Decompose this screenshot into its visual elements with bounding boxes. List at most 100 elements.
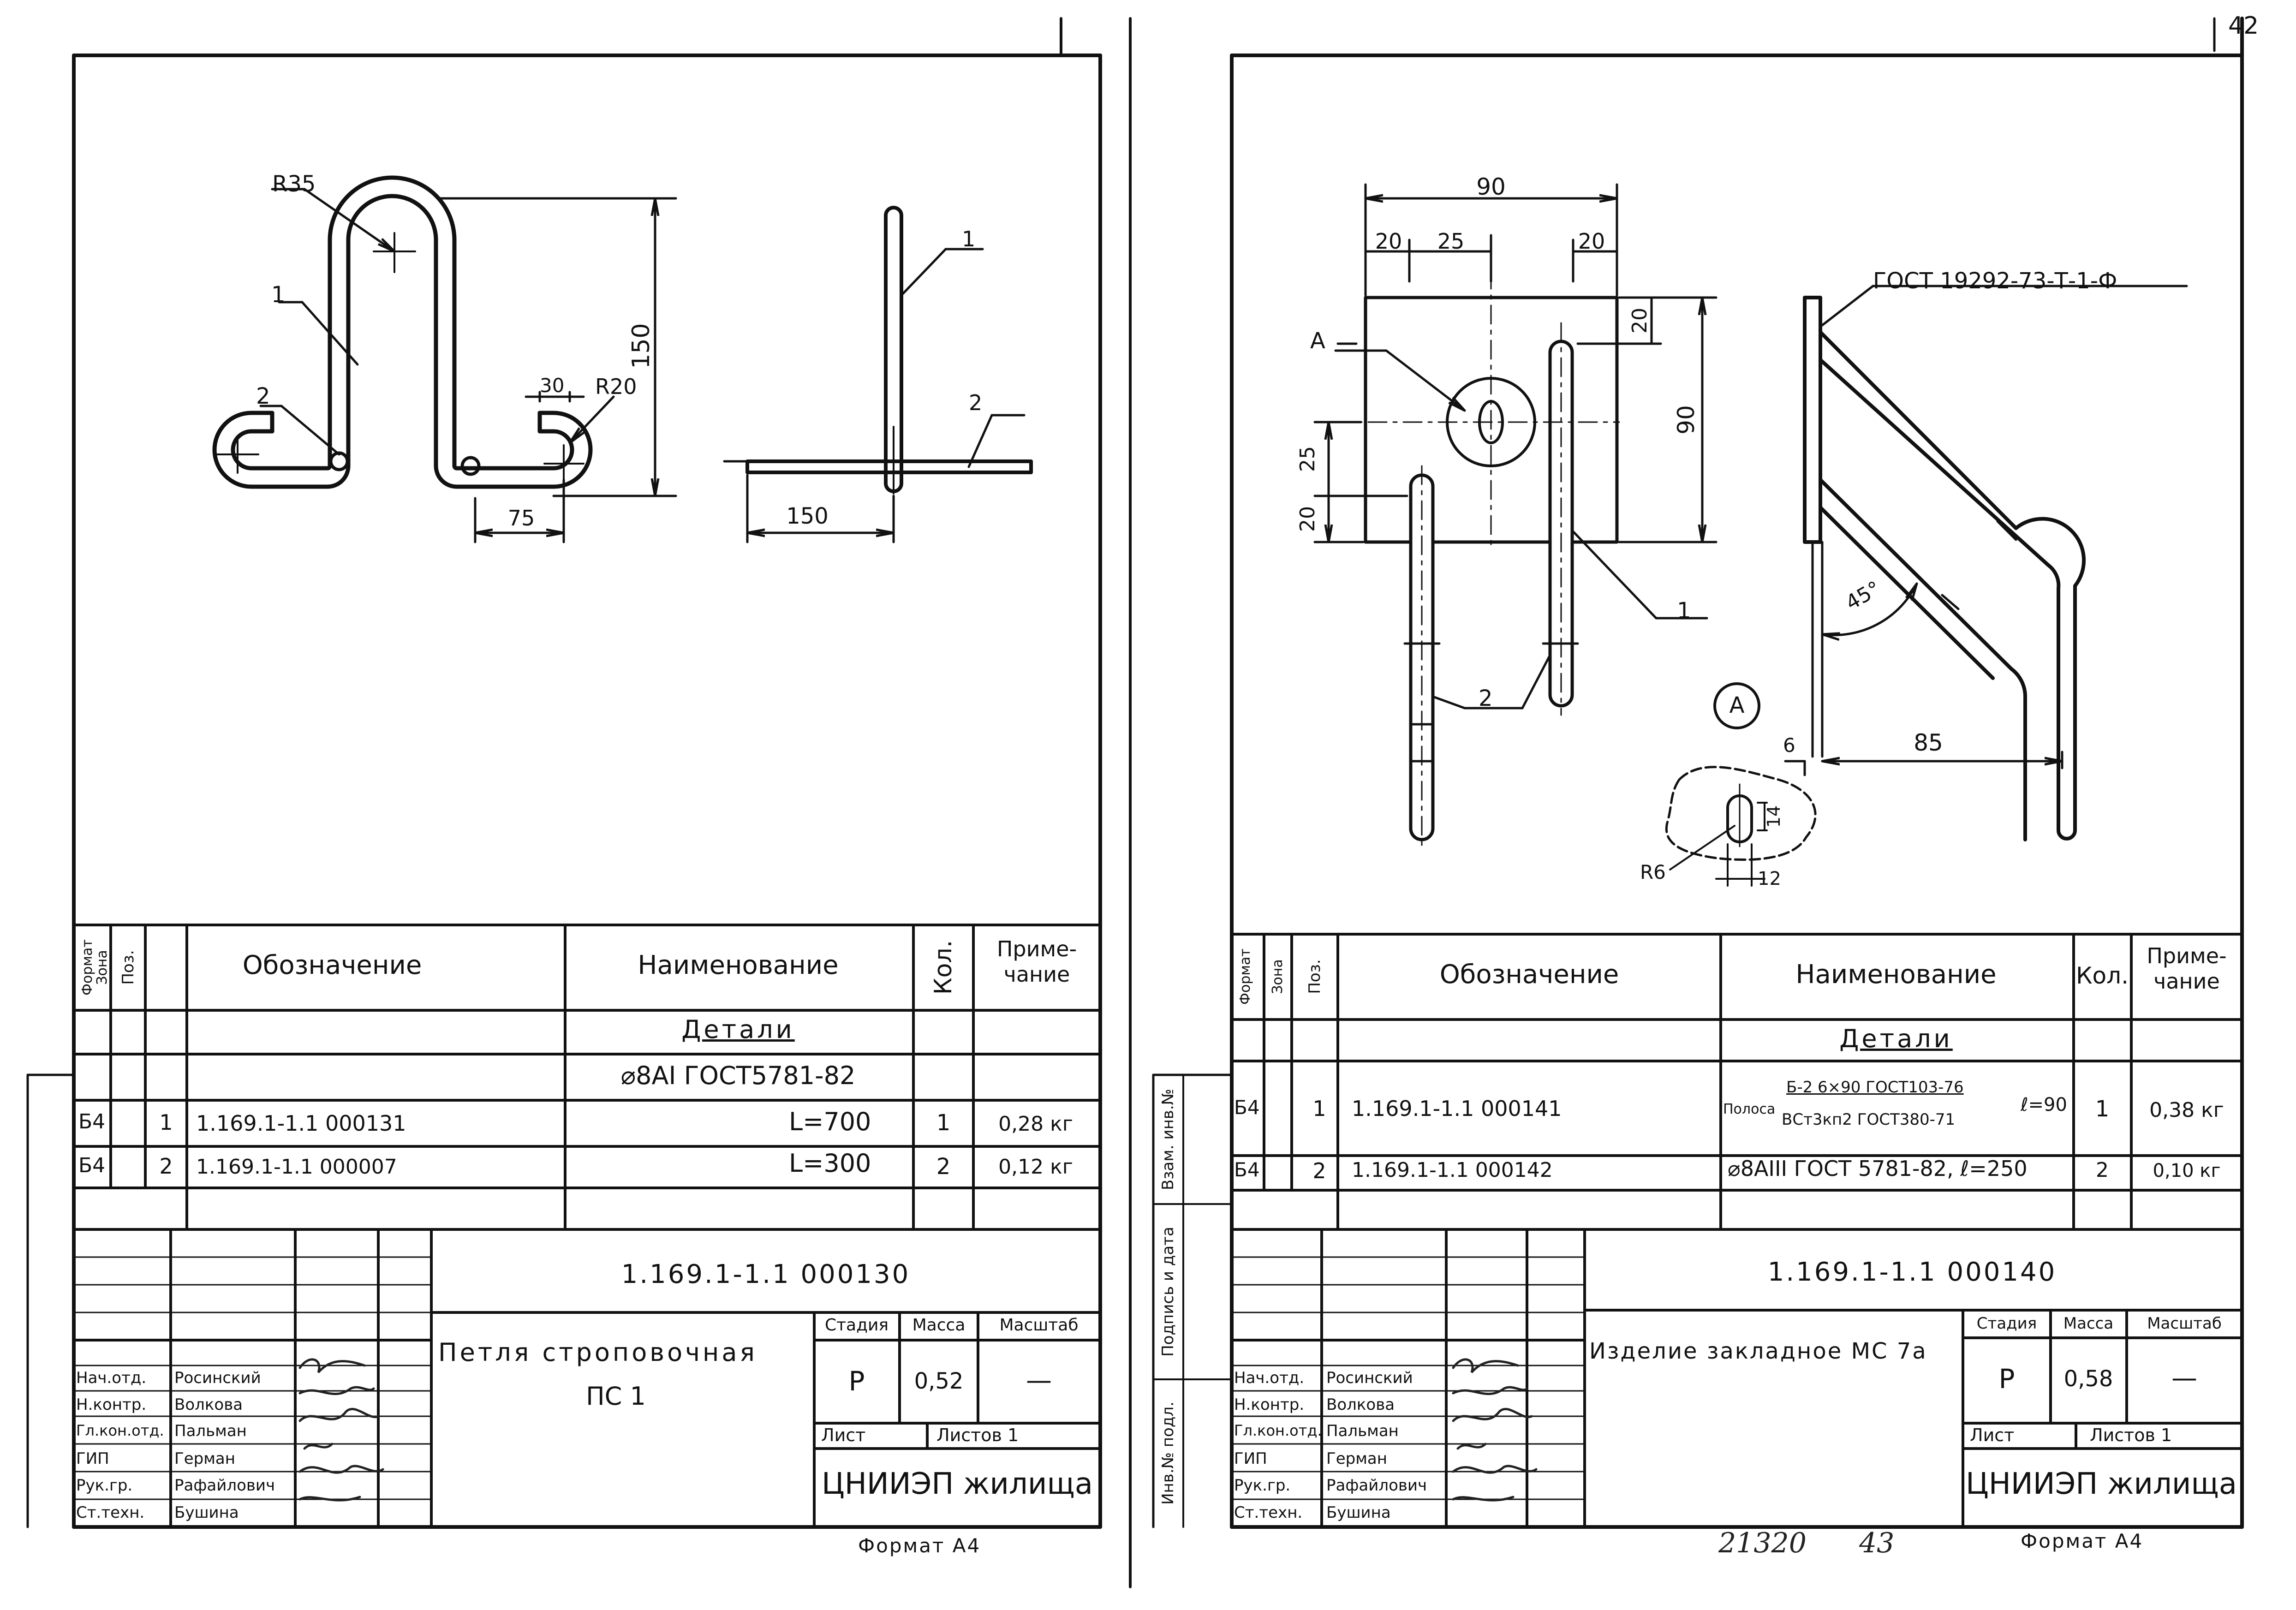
right-scale-label: Масштаб xyxy=(2147,1314,2222,1333)
pos1-callout-side: 1 xyxy=(962,227,976,251)
detail-a xyxy=(1665,682,1817,887)
row2-designation: 1.169.1-1.1 000007 xyxy=(196,1155,397,1179)
dim-25: 25 xyxy=(1437,229,1465,254)
row1-format: Б4 xyxy=(78,1110,106,1133)
r-hdr-name: Наименование xyxy=(1795,960,1997,990)
left-scale-label: Масштаб xyxy=(999,1316,1079,1335)
r-hdr-qty: Кол. xyxy=(2076,962,2129,989)
row1-qty: 1 xyxy=(936,1110,951,1136)
left-name-6: Бушина xyxy=(174,1503,239,1522)
r-row2-format: Б4 xyxy=(1234,1158,1260,1181)
left-scale: — xyxy=(1026,1366,1052,1395)
dim-6: 6 xyxy=(1783,734,1795,757)
signatures xyxy=(298,1358,1538,1502)
section-details: Детали xyxy=(681,1015,795,1044)
left-mass-label: Масса xyxy=(912,1316,966,1335)
right-stage-label: Стадия xyxy=(1976,1314,2037,1333)
detail-a-marker: А xyxy=(1729,692,1745,718)
hdr-designation: Обозначение xyxy=(242,950,422,980)
r-hdr-pos: Поз. xyxy=(1306,959,1324,994)
right-org: ЦНИИЭП жилища xyxy=(1966,1467,2237,1501)
left-org: ЦНИИЭП жилища xyxy=(822,1467,1093,1501)
dim-14: 14 xyxy=(1764,805,1784,828)
right-name-6: Бушина xyxy=(1326,1503,1391,1522)
right-sheet-frame xyxy=(1129,17,2244,1588)
dim-150-vertical: 150 xyxy=(627,323,655,369)
dim-90-top: 90 xyxy=(1476,173,1506,200)
right-sheets-label: Листов 1 xyxy=(2090,1425,2172,1445)
r-row2-pos: 2 xyxy=(1312,1158,1326,1183)
view-a-label: А xyxy=(1310,328,1325,354)
pos1-callout-front: 1 xyxy=(271,282,286,308)
loop-side-view xyxy=(745,206,1033,495)
row2-note: 0,12 кг xyxy=(998,1155,1073,1179)
right-mass: 0,58 xyxy=(2063,1366,2113,1392)
stamp-sign-date: Подпись и дата xyxy=(1159,1227,1177,1357)
dim-75: 75 xyxy=(507,506,535,531)
row1-pos: 1 xyxy=(159,1110,173,1135)
right-name-2: Волкова xyxy=(1326,1395,1395,1414)
hdr-name: Наименование xyxy=(638,950,839,980)
right-scale: — xyxy=(2171,1363,2197,1393)
left-name-4: Герман xyxy=(174,1449,235,1468)
right-name-4: Герман xyxy=(1326,1449,1387,1468)
r-row2-note: 0,10 кг xyxy=(2153,1160,2221,1181)
r-hdr-designation: Обозначение xyxy=(1439,960,1619,990)
left-role-6: Ст.техн. xyxy=(76,1503,145,1522)
loop-front-view xyxy=(212,175,593,489)
right-title: Изделие закладное МС 7а xyxy=(1589,1338,1927,1364)
pos2-callout: 2 xyxy=(1479,686,1493,711)
pos2-callout-front: 2 xyxy=(256,383,270,409)
left-title-block-grid xyxy=(72,1228,1102,1528)
left-role-2: Н.контр. xyxy=(76,1395,147,1414)
left-format: Формат А4 xyxy=(858,1534,981,1557)
r-hdr-note: Приме-чание xyxy=(2147,943,2227,994)
right-format: Формат А4 xyxy=(2021,1530,2144,1552)
r-row1-qty: 1 xyxy=(2095,1096,2110,1122)
r-row1-note: 0,38 кг xyxy=(2149,1098,2224,1122)
pos1-callout: 1 xyxy=(1677,598,1691,624)
left-stage-label: Стадия xyxy=(824,1316,889,1335)
row1-designation: 1.169.1-1.1 000131 xyxy=(196,1111,406,1136)
left-title-line1: Петля строповочная xyxy=(438,1338,757,1367)
r-row1-format: Б4 xyxy=(1234,1096,1260,1119)
right-role-3: Гл.кон.отд. xyxy=(1234,1422,1322,1439)
page-number: 42 xyxy=(2228,12,2259,40)
r-section-details: Детали xyxy=(1839,1024,1953,1053)
left-name-3: Пальман xyxy=(174,1422,247,1440)
dim-r35: R35 xyxy=(272,171,316,197)
left-mass: 0,52 xyxy=(914,1368,964,1394)
right-doc-code: 1.169.1-1.1 000140 xyxy=(1767,1257,2057,1287)
row2-pos: 2 xyxy=(159,1154,173,1179)
row2-name: L=300 xyxy=(789,1149,871,1178)
r-hdr-format: Формат xyxy=(1237,948,1253,1005)
right-name-1: Росинский xyxy=(1326,1369,1413,1387)
side-dimensions-right xyxy=(1784,285,2188,776)
dim-150-horizontal: 150 xyxy=(786,503,829,529)
right-role-6: Ст.техн. xyxy=(1234,1503,1303,1522)
row1-note: 0,28 кг xyxy=(998,1112,1073,1136)
right-spec-grid xyxy=(1230,933,2243,1231)
plate-side-view xyxy=(1803,296,2086,841)
pos2-callout-side: 2 xyxy=(969,390,983,415)
left-sheet-label: Лист xyxy=(821,1425,866,1445)
r-row1-name-top: Б-2 6×90 ГОСТ103-76 xyxy=(1786,1078,1964,1097)
r-hdr-zone: Зона xyxy=(1270,959,1286,994)
hdr-pos: Поз. xyxy=(119,950,137,985)
left-name-5: Рафайлович xyxy=(174,1476,275,1495)
loop-centermarks xyxy=(216,232,584,483)
left-name-1: Росинский xyxy=(174,1369,261,1387)
loop-dimensions xyxy=(259,188,677,543)
left-role-4: ГИП xyxy=(76,1449,109,1468)
dim-20-left: 20 xyxy=(1375,229,1402,254)
r-row1-name-suffix: ℓ=90 xyxy=(2021,1094,2067,1115)
side-dimensions xyxy=(723,248,1026,543)
plate-dimensions xyxy=(1313,183,1718,710)
handwritten-archive-number: 21320 xyxy=(1718,1527,1807,1559)
dim-20-vert: 20 xyxy=(1628,308,1652,334)
dim-30: 30 xyxy=(540,374,565,397)
row2-format: Б4 xyxy=(78,1154,106,1177)
dim-r20: R20 xyxy=(595,374,637,399)
left-title-line2: ПС 1 xyxy=(586,1382,646,1411)
r-row2-qty: 2 xyxy=(2096,1158,2109,1182)
